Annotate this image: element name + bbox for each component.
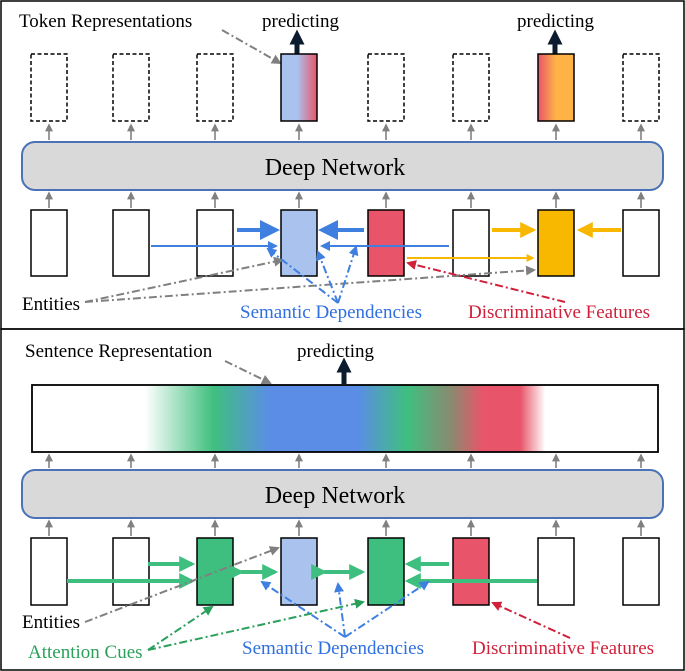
semantic-dependencies-pointers	[260, 580, 430, 638]
top-panel: Token Representations predicting predict…	[19, 11, 664, 323]
predicting-label-1: predicting	[262, 11, 340, 32]
label-attention-cues: Attention Cues	[28, 642, 143, 663]
input-token-box-semantic	[280, 209, 318, 277]
input-token-box	[30, 209, 68, 277]
label-semantic-dependencies: Semantic Dependencies	[240, 302, 422, 323]
output-token-box	[622, 53, 660, 122]
label-entities: Entities	[22, 294, 80, 315]
input-token-box-entity	[537, 209, 575, 277]
input-token-box	[452, 209, 490, 277]
input-token-box-discriminative	[367, 209, 405, 277]
entity-attention-arrows	[407, 222, 621, 262]
output-token-box	[112, 53, 150, 122]
output-token-box	[452, 53, 490, 122]
token-representations-pointer	[221, 29, 282, 64]
label-entities: Entities	[22, 612, 80, 633]
label-sentence-representation: Sentence Representation	[25, 341, 213, 362]
predicting-label-3: predicting	[297, 341, 375, 362]
output-token-box	[196, 53, 234, 122]
input-token-box	[622, 537, 660, 606]
input-token-box	[196, 209, 234, 277]
bottom-panel: Sentence Representation predicting Deep …	[21, 341, 664, 663]
input-token-box	[30, 537, 68, 606]
predicting-label-2: predicting	[517, 11, 595, 32]
sentence-representation-bar	[31, 384, 659, 453]
deep-network-block	[21, 469, 664, 519]
bottom-panel-frame	[0, 328, 685, 671]
input-token-box-semantic	[280, 537, 318, 606]
discriminative-features-pointer	[406, 260, 566, 303]
entities-pointers	[84, 546, 280, 623]
label-token-representations: Token Representations	[19, 11, 192, 32]
input-token-box-attention	[367, 537, 405, 606]
output-token-box	[367, 53, 405, 122]
input-network-arrows	[45, 519, 645, 536]
network-sentence-arrows	[45, 453, 645, 468]
label-discriminative-features: Discriminative Features	[472, 638, 654, 659]
label-semantic-dependencies: Semantic Dependencies	[242, 638, 424, 659]
input-network-arrows	[45, 191, 645, 208]
input-token-box	[112, 537, 150, 606]
input-token-box	[537, 537, 575, 606]
input-token-box-discriminative	[452, 537, 490, 606]
semantic-dependencies-pointers	[266, 245, 359, 304]
input-token-box	[112, 209, 150, 277]
input-token-box	[622, 209, 660, 277]
output-token-box	[30, 53, 68, 122]
network-output-arrows	[45, 123, 645, 140]
label-discriminative-features: Discriminative Features	[468, 302, 650, 323]
discriminative-features-pointer	[491, 601, 571, 639]
output-token-box-predicted	[537, 53, 575, 122]
output-token-box-predicted	[280, 53, 318, 122]
deep-network-block	[21, 141, 664, 191]
attention-cues-pointers	[147, 598, 365, 651]
entities-pointers	[84, 256, 536, 303]
semantic-attention-arrows	[151, 220, 449, 251]
sentence-representation-pointer	[224, 360, 272, 384]
deep-network-label: Deep Network	[265, 483, 406, 509]
deep-network-label: Deep Network	[265, 155, 406, 181]
